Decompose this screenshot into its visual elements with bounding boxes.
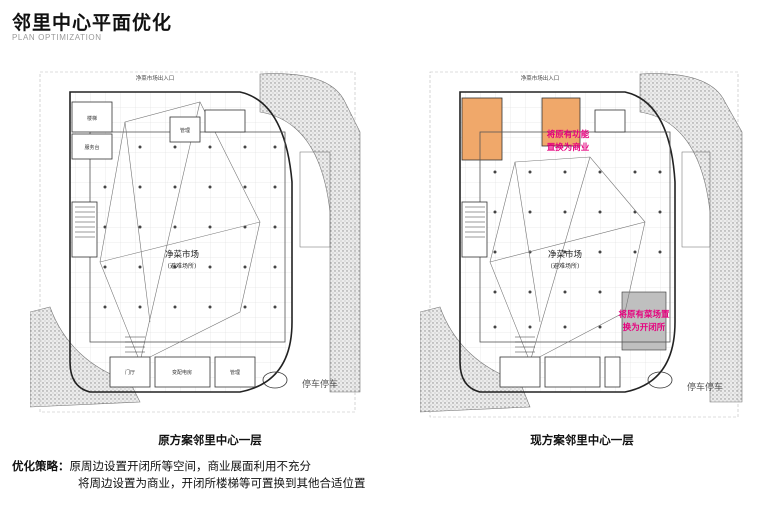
plan-original: 净菜市场 (避难场所) 净菜市场出入口 停车停车 楼梯 服务台 管理 变配电房 … <box>30 62 362 420</box>
room-label: 楼梯 <box>87 115 97 122</box>
top-entry-label: 净菜市场出入口 <box>521 74 560 82</box>
room-label: 门厅 <box>125 369 135 376</box>
street-label: 停车停车 <box>687 381 723 393</box>
highlight-open-station <box>621 291 667 351</box>
note-commercial-line1: 将原有功能 <box>547 129 590 140</box>
highlight-commercial-right <box>541 97 581 147</box>
floor-plan-original-drawing: 净菜市场 (避难场所) 净菜市场出入口 停车停车 楼梯 服务台 管理 变配电房 … <box>30 62 362 420</box>
strategy-label: 优化策略： <box>12 459 70 473</box>
strategy-text-2: 将周边设置为商业，开闭所楼梯等可置换到其他合适位置 <box>78 476 366 490</box>
room-label: 变配电房 <box>172 369 192 376</box>
market-label: 净菜市场 <box>165 249 199 260</box>
page-title: 邻里中心平面优化 <box>12 12 173 34</box>
highlight-commercial-left <box>461 97 503 161</box>
floor-plan-revised-drawing: 净菜市场 (避难场所) 净菜市场出入口 停车停车 将原有功能 置换为商业 将原有… <box>420 62 745 427</box>
street-label: 停车停车 <box>302 378 338 390</box>
strategy-block: 优化策略：原周边设置开闭所等空间，商业展面利用不充分 将周边设置为商业，开闭所楼… <box>12 458 366 492</box>
strategy-text-1: 原周边设置开闭所等空间，商业展面利用不充分 <box>69 459 312 473</box>
room-label: 服务台 <box>84 144 99 151</box>
page-subtitle: PLAN OPTIMIZATION <box>12 33 102 42</box>
room-label: 管理 <box>230 369 240 376</box>
market-sub-label: (避难场所) <box>551 262 580 270</box>
plan-revised: 净菜市场 (避难场所) 净菜市场出入口 停车停车 将原有功能 置换为商业 将原有… <box>420 62 745 427</box>
top-entry-label: 净菜市场出入口 <box>136 74 175 82</box>
market-label: 净菜市场 <box>548 249 582 260</box>
caption-revised: 现方案邻里中心一层 <box>530 433 634 447</box>
note-open-line1: 将原有菜场置 <box>618 309 670 320</box>
market-sub-label: (避难场所) <box>168 262 197 270</box>
room-label: 管理 <box>180 127 190 134</box>
strategy-line-1: 优化策略：原周边设置开闭所等空间，商业展面利用不充分 <box>12 458 366 475</box>
note-commercial-line2: 置换为商业 <box>547 142 590 153</box>
note-open-line2: 换为开闭所 <box>623 322 666 333</box>
caption-original: 原方案邻里中心一层 <box>158 433 262 447</box>
